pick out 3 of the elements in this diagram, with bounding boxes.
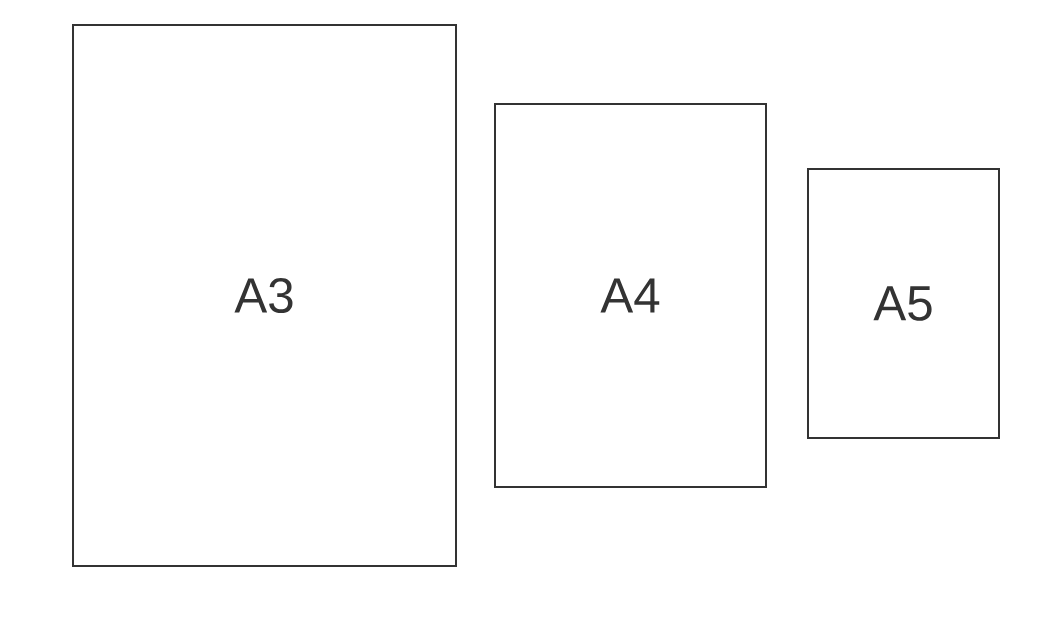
paper-box: A4 [494, 103, 767, 488]
paper-box: A3 [72, 24, 457, 567]
paper-box: A5 [807, 168, 1000, 439]
